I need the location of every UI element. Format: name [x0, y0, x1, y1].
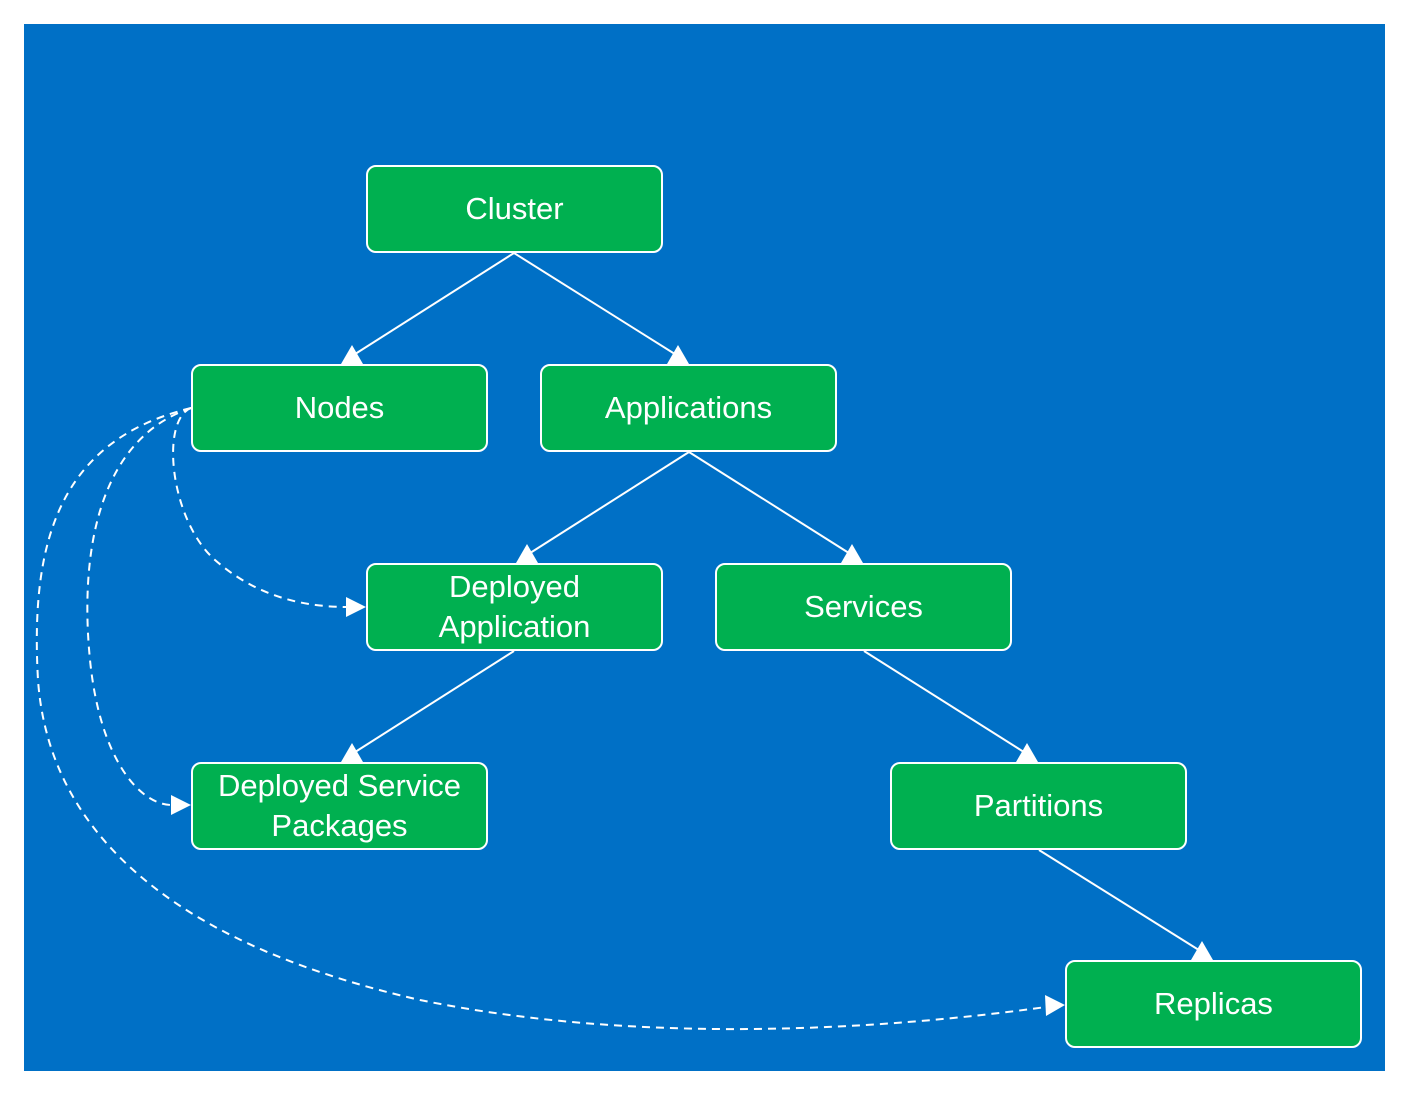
- node-nodes-label: Nodes: [294, 390, 385, 425]
- node-services[interactable]: Services: [715, 563, 1012, 651]
- node-cluster-label: Cluster: [465, 191, 564, 226]
- node-nodes[interactable]: Nodes: [191, 364, 488, 452]
- node-partitions[interactable]: Partitions: [890, 762, 1187, 850]
- node-deployed-application-label: Deployed Application: [438, 569, 591, 644]
- node-cluster[interactable]: Cluster: [366, 165, 663, 253]
- node-deployed-service-packages[interactable]: Deployed Service Packages: [191, 762, 488, 850]
- node-partitions-label: Partitions: [973, 788, 1104, 823]
- node-deployed-application[interactable]: Deployed Application: [366, 563, 663, 651]
- node-replicas[interactable]: Replicas: [1065, 960, 1362, 1048]
- diagram-canvas: [24, 24, 1385, 1071]
- node-applications-label: Applications: [604, 390, 773, 425]
- node-applications[interactable]: Applications: [540, 364, 837, 452]
- node-replicas-label: Replicas: [1154, 986, 1273, 1021]
- node-deployed-service-packages-label: Deployed Service Packages: [218, 768, 461, 843]
- node-services-label: Services: [804, 589, 923, 624]
